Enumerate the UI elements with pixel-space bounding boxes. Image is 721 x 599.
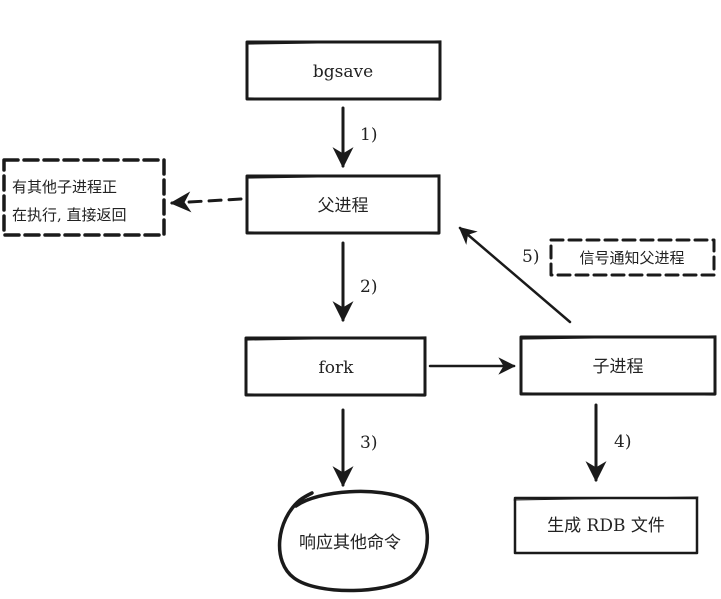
generate-rdb-file-node: 生成 RDB 文件 [513, 496, 699, 555]
respond-other-commands-node: 响应其他命令 [277, 489, 430, 593]
signal-parent-note: 信号通知父进程 [549, 238, 716, 277]
step-3-label: 3) [360, 433, 377, 453]
arrow-parent-to-note [169, 191, 243, 213]
note-line-1: 有其他子进程正 [12, 178, 117, 196]
respond-other-commands-label: 响应其他命令 [299, 533, 401, 553]
fork-label: fork [319, 358, 355, 378]
arrow-bgsave-to-parent: 1) [332, 106, 377, 169]
other-child-running-note: 有其他子进程正 在执行, 直接返回 [2, 158, 166, 237]
signal-note-text: 信号通知父进程 [579, 249, 684, 267]
step-4-label: 4) [614, 432, 631, 452]
parent-process-label: 父进程 [318, 196, 369, 216]
parent-process-node: 父进程 [245, 174, 441, 235]
step-2-label: 2) [360, 277, 377, 297]
bgsave-label: bgsave [313, 62, 373, 82]
arrow-fork-to-respond: 3) [332, 408, 377, 488]
arrow-child-to-parent: 5) [458, 226, 572, 324]
arrow-child-to-rdb: 4) [585, 403, 631, 483]
arrow-parent-to-fork: 2) [332, 241, 377, 323]
fork-node: fork [244, 336, 427, 397]
bgsave-node: bgsave [245, 40, 442, 101]
note-line-2: 在执行, 直接返回 [12, 206, 127, 224]
generate-rdb-file-label: 生成 RDB 文件 [547, 516, 665, 536]
child-process-label: 子进程 [593, 357, 644, 377]
step-1-label: 1) [360, 125, 377, 145]
step-5-label: 5) [522, 247, 539, 267]
child-process-node: 子进程 [519, 335, 717, 396]
